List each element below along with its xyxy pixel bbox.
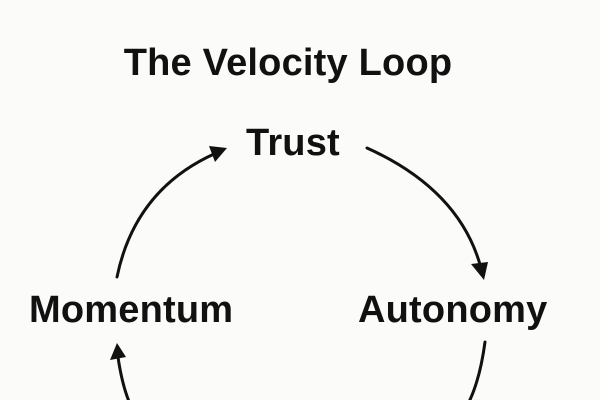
node-momentum: Momentum bbox=[29, 289, 234, 331]
arrow-momentum-lower bbox=[116, 355, 131, 400]
arrow-momentum-to-trust bbox=[115, 152, 216, 279]
arrowhead-momentum-to-trust bbox=[209, 146, 227, 162]
node-autonomy: Autonomy bbox=[358, 289, 548, 331]
arrow-trust-to-autonomy bbox=[365, 146, 483, 270]
arrowhead-into-momentum bbox=[110, 343, 126, 360]
arrow-autonomy-to-momentum bbox=[468, 340, 487, 400]
arrowhead-trust-to-autonomy bbox=[471, 262, 488, 280]
diagram-title: The Velocity Loop bbox=[123, 42, 453, 84]
node-trust: Trust bbox=[246, 122, 340, 164]
